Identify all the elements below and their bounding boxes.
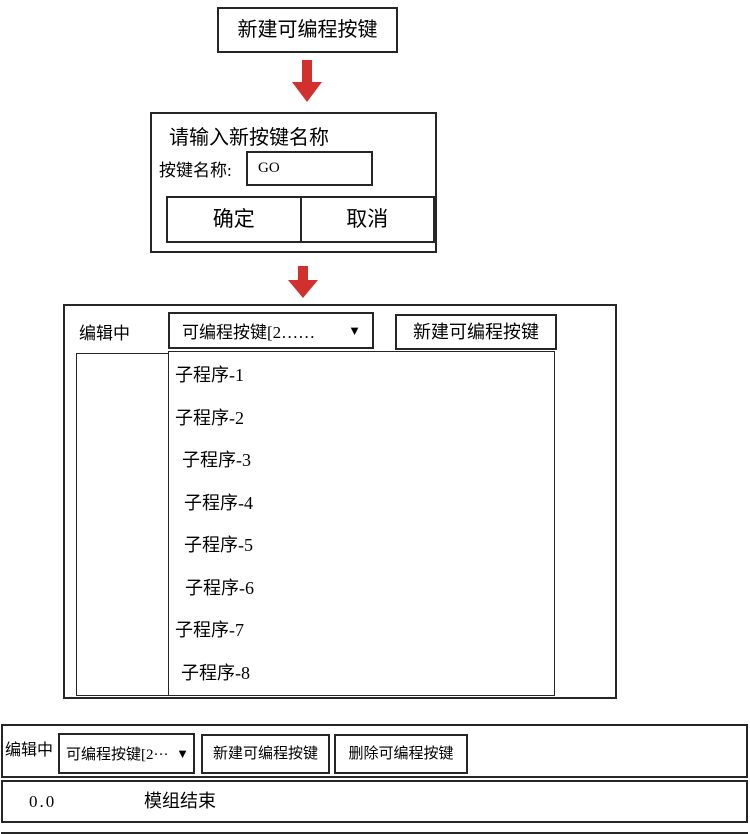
subroutine-option[interactable]: 子程序-4	[184, 492, 253, 513]
new-programmable-key-button-bottom[interactable]: 新建可编程按键	[201, 734, 330, 774]
next-program-row-partial	[1, 832, 748, 834]
programmable-key-dropdown[interactable]: 可编程按键[2…… ▼	[168, 312, 374, 349]
subroutine-option[interactable]: 子程序-7	[175, 620, 244, 640]
editor-panel: 编辑中 可编程按键[2…… ▼ 新建可编程按键 子程序-1 子程序-2 子程序-…	[63, 304, 617, 699]
bottom-toolbar: 编辑中 可编程按键[2··· ▼ 新建可编程按键 删除可编程按键	[1, 724, 748, 778]
delete-programmable-key-button[interactable]: 删除可编程按键	[334, 734, 468, 774]
cancel-button[interactable]: 取消	[346, 207, 389, 231]
new-programmable-key-button[interactable]: 新建可编程按键	[217, 7, 398, 53]
program-line-instruction: 模组结束	[144, 791, 216, 811]
key-name-input[interactable]	[246, 151, 373, 186]
subroutine-dropdown-list: 子程序-1 子程序-2 子程序-3 子程序-4 子程序-5 子程序-6 子程序-…	[168, 351, 555, 696]
dropdown-selected-value: 可编程按键[2···	[66, 747, 169, 763]
programmable-key-dropdown-bottom[interactable]: 可编程按键[2··· ▼	[58, 733, 195, 774]
new-key-name-dialog: 请输入新按键名称 按键名称: 确定 取消	[150, 112, 437, 253]
program-area-placeholder	[76, 353, 169, 696]
program-line-row[interactable]: 0.0 模组结束	[1, 780, 748, 823]
subroutine-option[interactable]: 子程序-1	[175, 365, 244, 385]
dropdown-selected-value: 可编程按键[2……	[182, 323, 316, 342]
dialog-title: 请输入新按键名称	[169, 127, 329, 149]
new-programmable-key-button-panel[interactable]: 新建可编程按键	[395, 314, 557, 350]
editing-status-label: 编辑中	[79, 324, 130, 343]
flow-arrow-down-icon	[292, 60, 322, 102]
editing-status-label-bottom: 编辑中	[5, 742, 54, 759]
flow-arrow-down-icon	[288, 266, 318, 298]
program-line-time: 0.0	[29, 792, 57, 811]
subroutine-option[interactable]: 子程序-2	[175, 407, 244, 428]
subroutine-option[interactable]: 子程序-6	[185, 577, 254, 598]
confirm-button[interactable]: 确定	[168, 198, 302, 241]
arrow-shaft	[298, 266, 308, 280]
dialog-button-bar: 确定 取消	[166, 196, 435, 243]
arrow-head	[292, 82, 322, 102]
subroutine-option[interactable]: 子程序-8	[181, 662, 250, 683]
arrow-head	[288, 280, 318, 298]
key-name-label: 按键名称:	[159, 161, 232, 180]
subroutine-option[interactable]: 子程序-3	[182, 450, 251, 470]
chevron-down-icon: ▼	[348, 322, 361, 338]
arrow-shaft	[302, 60, 312, 82]
chevron-down-icon: ▼	[176, 745, 189, 761]
subroutine-option[interactable]: 子程序-5	[184, 535, 253, 555]
